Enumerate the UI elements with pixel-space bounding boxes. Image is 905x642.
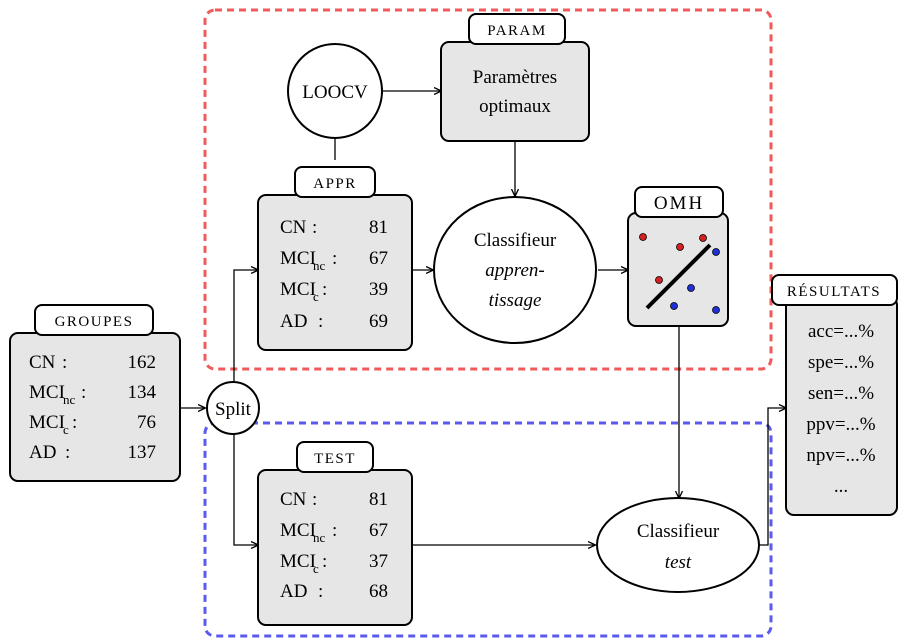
appr-sub-mcic: c bbox=[313, 289, 319, 304]
groupes-label-ad: AD bbox=[29, 442, 56, 463]
groupes-label-mcinc: MCI bbox=[29, 382, 65, 403]
omh-blue-point bbox=[687, 284, 695, 292]
test-value-mcinc: 67 bbox=[369, 520, 388, 541]
test-region bbox=[203, 421, 773, 638]
param-line2: optimaux bbox=[479, 96, 551, 117]
omh-separator-line bbox=[645, 243, 712, 310]
svg-text:LOOCV: LOOCV bbox=[302, 82, 368, 103]
appr-value-ad: 69 bbox=[369, 311, 388, 332]
test-colon-ad: : bbox=[318, 581, 323, 602]
groupes-value-mcic: 76 bbox=[137, 412, 156, 433]
appr-box: CN : 81 MCI nc : 67 MCI c : 39 AD : 69 bbox=[257, 194, 413, 351]
test-header: TEST bbox=[296, 441, 374, 473]
appr-label-cn: CN bbox=[280, 217, 307, 238]
classifier-test-node: Classifieur test bbox=[596, 497, 760, 593]
test-sub-mcic: c bbox=[313, 561, 319, 576]
classifier-test-line1: Classifieur bbox=[637, 521, 720, 542]
omh-blue-point bbox=[670, 302, 678, 310]
svg-text:RÉSULTATS: RÉSULTATS bbox=[787, 283, 881, 300]
groupes-header: GROUPES bbox=[34, 304, 154, 336]
resultats-box: acc=...% spe=...% sen=...% ppv=...% npv=… bbox=[785, 296, 898, 516]
appr-colon-ad: : bbox=[318, 311, 323, 332]
groupes-sub-mcic: c bbox=[63, 422, 69, 437]
test-value-cn: 81 bbox=[369, 489, 388, 510]
svg-text:GROUPES: GROUPES bbox=[55, 314, 134, 330]
appr-header: APPR bbox=[294, 166, 376, 198]
param-line1: Paramètres bbox=[473, 67, 557, 88]
groupes-value-ad: 137 bbox=[128, 442, 157, 463]
appr-sub-mcinc: nc bbox=[313, 258, 326, 273]
groupes-sub-mcinc: nc bbox=[63, 392, 76, 407]
classifier-train-line3: tissage bbox=[489, 290, 542, 311]
test-colon-mcinc: : bbox=[332, 520, 337, 541]
svg-text:TEST: TEST bbox=[314, 451, 356, 467]
svg-text:OMH: OMH bbox=[654, 193, 704, 214]
loocv-node: LOOCV bbox=[287, 43, 383, 139]
resultats-item: npv=...% bbox=[806, 445, 875, 466]
test-value-ad: 68 bbox=[369, 581, 388, 602]
appr-colon-mcinc: : bbox=[332, 248, 337, 269]
appr-label-mcinc: MCI bbox=[280, 248, 316, 269]
groupes-label-mcic: MCI bbox=[29, 412, 65, 433]
resultats-item: ppv=...% bbox=[806, 414, 875, 435]
param-box: Paramètres optimaux bbox=[440, 41, 590, 142]
resultats-item: spe=...% bbox=[808, 352, 874, 373]
connectors bbox=[180, 91, 786, 545]
groupes-label-cn: CN bbox=[29, 352, 56, 373]
test-box: CN : 81 MCI nc : 67 MCI c : 37 AD : 68 bbox=[257, 469, 413, 626]
appr-value-cn: 81 bbox=[369, 217, 388, 238]
classifier-train-line2: appren- bbox=[485, 260, 544, 281]
appr-label-ad: AD bbox=[280, 311, 307, 332]
resultats-header: RÉSULTATS bbox=[771, 274, 898, 306]
appr-colon-cn: : bbox=[312, 217, 317, 238]
groupes-colon-cn: : bbox=[62, 352, 67, 373]
appr-value-mcinc: 67 bbox=[369, 248, 388, 269]
omh-box bbox=[627, 212, 729, 327]
test-label-cn: CN bbox=[280, 489, 307, 510]
svg-text:PARAM: PARAM bbox=[487, 23, 546, 39]
classifier-train-node: Classifieur appren- tissage bbox=[433, 196, 597, 344]
groupes-colon-mcinc: : bbox=[81, 382, 86, 403]
test-label-mcinc: MCI bbox=[280, 520, 316, 541]
test-sub-mcinc: nc bbox=[313, 530, 326, 545]
split-node: Split bbox=[206, 381, 260, 435]
omh-blue-point bbox=[712, 248, 720, 256]
groupes-value-cn: 162 bbox=[128, 352, 157, 373]
omh-header: OMH bbox=[634, 186, 724, 218]
groupes-box: CN : 162 MCI nc : 134 MCI c : 76 AD : 13… bbox=[9, 332, 181, 482]
omh-red-point bbox=[655, 276, 663, 284]
appr-label-mcic: MCI bbox=[280, 279, 316, 300]
test-label-ad: AD bbox=[280, 581, 307, 602]
test-colon-mcic: : bbox=[322, 551, 327, 572]
test-label-mcic: MCI bbox=[280, 551, 316, 572]
param-header: PARAM bbox=[468, 13, 566, 45]
svg-text:Split: Split bbox=[215, 399, 252, 420]
groupes-colon-mcic: : bbox=[72, 412, 77, 433]
appr-value-mcic: 39 bbox=[369, 279, 388, 300]
groupes-value-mcinc: 134 bbox=[128, 382, 157, 403]
groupes-colon-ad: : bbox=[65, 442, 70, 463]
resultats-item: sen=...% bbox=[808, 383, 874, 404]
classifier-train-line1: Classifieur bbox=[474, 230, 557, 251]
test-value-mcic: 37 bbox=[369, 551, 388, 572]
training-region bbox=[203, 8, 773, 371]
resultats-item: ... bbox=[834, 476, 848, 497]
resultats-item: acc=...% bbox=[808, 321, 874, 342]
test-colon-cn: : bbox=[312, 489, 317, 510]
classifier-test-line2: test bbox=[665, 552, 692, 573]
svg-text:APPR: APPR bbox=[313, 176, 357, 192]
omh-red-point bbox=[676, 243, 684, 251]
omh-red-point bbox=[639, 233, 647, 241]
omh-blue-point bbox=[712, 306, 720, 314]
omh-red-point bbox=[699, 234, 707, 242]
appr-colon-mcic: : bbox=[322, 279, 327, 300]
